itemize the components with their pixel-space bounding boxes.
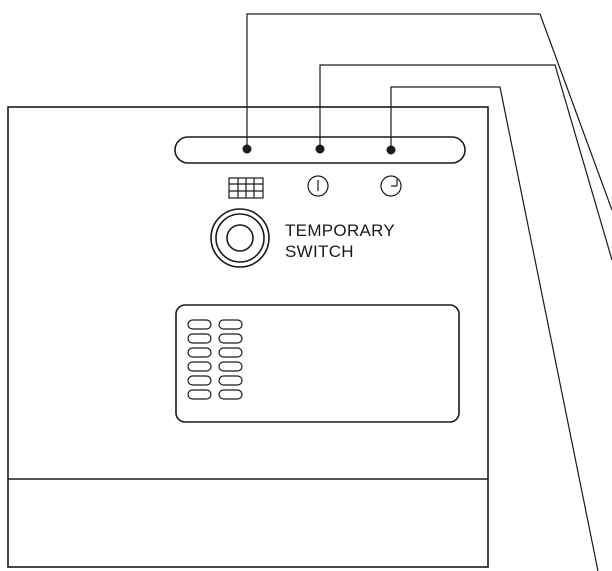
grid-icon (228, 177, 264, 199)
vent-slot (187, 347, 212, 358)
indicator-strip (174, 136, 466, 164)
timer-lamp (386, 145, 396, 155)
vent-slot (218, 333, 243, 344)
vent-slot (187, 361, 212, 372)
vent-slot (187, 319, 212, 330)
receiver-window (175, 304, 460, 423)
vent-slot (218, 361, 243, 372)
vent-slot (218, 347, 243, 358)
vent-slot (218, 319, 243, 330)
vent-slot (187, 375, 212, 386)
leader-line-timer (390, 86, 599, 571)
power-icon (307, 175, 329, 197)
vent-slot (218, 389, 243, 400)
switch-label-line2: SWITCH (285, 242, 354, 261)
unit-body (7, 106, 489, 568)
vent-slot (218, 375, 243, 386)
switch-label-line1: TEMPORARY (285, 221, 395, 240)
timer-icon (380, 175, 402, 197)
vent-slot (187, 333, 212, 344)
temporary-switch (210, 208, 270, 268)
power-lamp (315, 144, 325, 154)
vent-slots (187, 319, 243, 400)
leader-lines (246, 13, 612, 571)
indicator-bar (174, 136, 466, 164)
unit-front-panel (7, 106, 489, 568)
vent-slot (187, 389, 212, 400)
leader-line-operation (246, 13, 612, 211)
operation-lamp (242, 144, 252, 154)
